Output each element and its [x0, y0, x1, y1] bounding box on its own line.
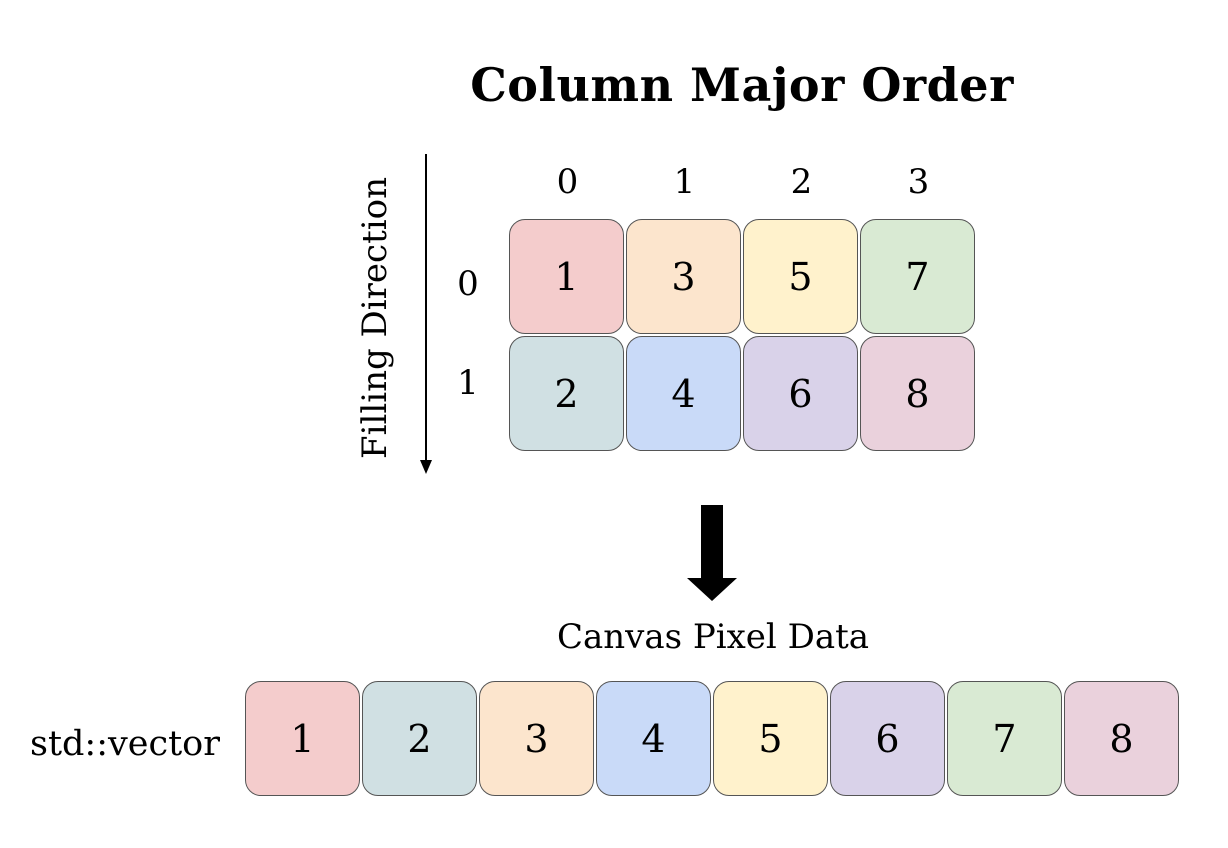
vector-cell: 1	[245, 681, 360, 796]
column-index-1: 1	[673, 162, 696, 202]
vector-cell: 2	[362, 681, 477, 796]
down-arrow-icon	[687, 505, 737, 601]
vector-cell: 8	[1064, 681, 1179, 796]
vector-cell: 7	[947, 681, 1062, 796]
diagram-title: Column Major Order	[470, 58, 1014, 112]
matrix-cell: 3	[626, 219, 741, 334]
column-index-0: 0	[556, 162, 579, 202]
matrix-cell: 5	[743, 219, 858, 334]
matrix-cell: 8	[860, 336, 975, 451]
matrix-cell: 2	[509, 336, 624, 451]
filling-direction-label: Filling Direction	[355, 176, 395, 460]
row-index-1: 1	[457, 363, 479, 403]
filling-direction-arrow-icon	[420, 154, 432, 474]
column-index-3: 3	[907, 162, 930, 202]
column-index-2: 2	[790, 162, 813, 202]
matrix-cell: 4	[626, 336, 741, 451]
vector-cell: 5	[713, 681, 828, 796]
row-index-0: 0	[457, 264, 479, 304]
vector-label: std::vector	[30, 724, 220, 764]
canvas-pixel-data-label: Canvas Pixel Data	[556, 617, 870, 657]
vector-cell: 6	[830, 681, 945, 796]
vector-cell: 3	[479, 681, 594, 796]
vector-cell: 4	[596, 681, 711, 796]
matrix-cell: 7	[860, 219, 975, 334]
matrix-cell: 6	[743, 336, 858, 451]
matrix-cell: 1	[509, 219, 624, 334]
